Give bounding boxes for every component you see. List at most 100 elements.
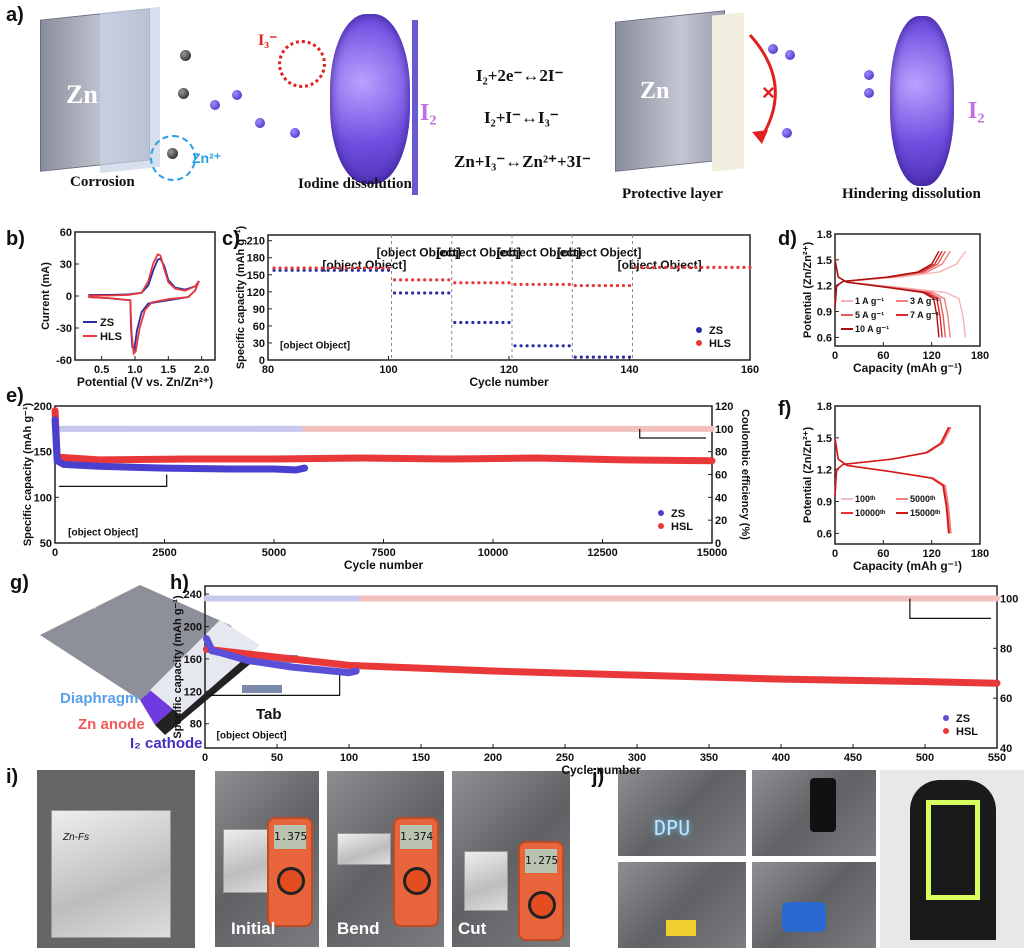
x-tick-label: 100 [340, 752, 358, 764]
data-point-hls [724, 265, 728, 269]
y-tick-label: 0 [259, 355, 265, 367]
multimeter: 1.275 [518, 841, 564, 941]
data-point-hls [621, 283, 626, 288]
gcd-curve [834, 259, 940, 338]
legend-label: 15000ᵗʰ [910, 508, 941, 518]
data-point-hls [531, 282, 535, 287]
y2-tick-label: 60 [1000, 693, 1012, 705]
x-tick-label: 1.5 [161, 364, 176, 376]
y-tick-label: 150 [247, 270, 265, 282]
panel-label-e: e) [6, 385, 24, 407]
data-point-hls [639, 265, 644, 269]
x-axis-label: Capacity (mAh g⁻¹) [853, 361, 962, 375]
y2-tick-label: 40 [1000, 743, 1012, 755]
data-point-hls [429, 278, 433, 282]
data-point-hls [694, 265, 698, 269]
photo-bend: 1.374 Bend [327, 771, 444, 947]
blocked-x-icon: × [762, 80, 775, 105]
x-tick-label: 0 [832, 350, 838, 362]
iodine-cathode-left [330, 14, 410, 184]
data-point-zs [332, 268, 336, 272]
y-axis-label: Potential (Zn/Zn²⁺) [802, 427, 814, 524]
data-point-hls [549, 282, 553, 287]
data-point-zs [429, 291, 433, 295]
data-point-hls [459, 281, 463, 285]
data-point-zs [627, 355, 632, 359]
legend-label: 5000ᵗʰ [910, 494, 936, 504]
series-band-zs [202, 635, 360, 677]
data-point-zs [555, 344, 559, 348]
legend-label: 7 A g⁻¹ [910, 310, 939, 320]
annotation: [object Object] [68, 528, 138, 539]
data-point-hls [718, 265, 722, 269]
y-tick-label: 30 [60, 259, 72, 271]
tab-label: Tab [256, 706, 282, 723]
annotation: [object Object] [377, 246, 461, 260]
legend-marker [696, 340, 702, 346]
right-axis-arrow-icon [909, 598, 991, 619]
cathode-plate [412, 20, 418, 195]
y-tick-label: 160 [184, 654, 202, 666]
data-point-zs [284, 268, 288, 272]
legend-label: 10 A g⁻¹ [855, 324, 889, 334]
data-point-zs [531, 344, 535, 348]
caption-hindering-dissolution: Hindering dissolution [842, 186, 981, 202]
y-tick-label: 30 [253, 338, 265, 350]
y-tick-label: 80 [190, 719, 202, 731]
data-point-zs [423, 291, 427, 295]
data-point-hls [736, 265, 740, 269]
data-point-hls [519, 282, 523, 287]
data-point-zs [585, 355, 589, 359]
data-point-hls [609, 283, 614, 288]
annotation: [object Object] [217, 730, 287, 741]
x-tick-label: 60 [877, 548, 889, 560]
gcd-curve [834, 437, 952, 534]
x-tick-label: 0 [202, 752, 208, 764]
x-tick-label: 300 [628, 752, 646, 764]
y2-tick-label: 60 [715, 470, 727, 482]
legend-label: ZS [100, 317, 114, 329]
data-point-hls [591, 283, 595, 288]
x-tick-label: 200 [484, 752, 502, 764]
left-axis-arrow-icon [59, 474, 168, 487]
caption-corrosion: Corrosion [70, 174, 135, 190]
data-point-hls [742, 265, 746, 269]
data-point-hls [652, 265, 656, 269]
equation-3: Zn+I₃⁻↔Zn²⁺+3I⁻ [454, 152, 591, 171]
y-tick-label: 200 [34, 401, 52, 413]
data-point-hls [633, 265, 638, 269]
i2-label-left: I₂ [420, 100, 437, 126]
data-point-hls [441, 278, 445, 282]
y-tick-label: 150 [34, 447, 52, 459]
data-point-hls [471, 281, 475, 285]
x-tick-label: 7500 [371, 547, 395, 559]
data-point-zs [350, 268, 354, 272]
data-point-hls [603, 283, 608, 288]
data-point-hls [404, 278, 409, 282]
x-tick-label: 180 [971, 350, 989, 362]
y2-tick-label: 0 [715, 538, 721, 550]
data-point-zs [308, 268, 312, 272]
data-point-hls [356, 266, 360, 270]
y2-tick-label: 20 [715, 515, 727, 527]
photo-timer [618, 862, 746, 948]
photo-toy-car [752, 862, 876, 948]
data-point-zs [465, 320, 469, 325]
y-tick-label: 100 [34, 492, 52, 504]
data-point-zs [573, 355, 577, 359]
iodine-dot [864, 70, 874, 80]
data-point-zs [447, 291, 451, 295]
panel-label-f: f) [778, 398, 792, 420]
data-point-zs [326, 268, 330, 272]
data-point-zs [477, 320, 481, 325]
gcd-curve [834, 437, 951, 534]
data-point-zs [543, 344, 547, 348]
iodine-dot [785, 50, 795, 60]
iodine-cathode-right [890, 16, 954, 186]
y-tick-label: 180 [247, 253, 265, 265]
legend-marker [658, 510, 664, 516]
x-tick-label: 550 [988, 752, 1006, 764]
data-point-hls [314, 266, 318, 270]
